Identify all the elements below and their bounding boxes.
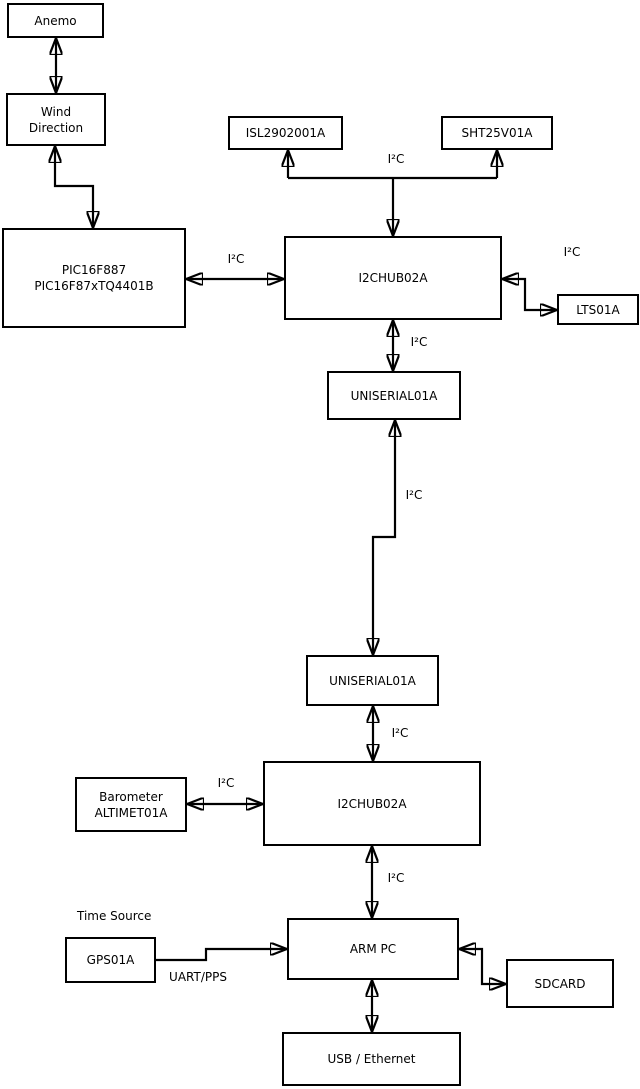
node-lts01a-label: LTS01A [576,302,620,317]
edge-wind-pic [55,146,93,228]
node-sht25v01a: SHT25V01A [441,116,553,150]
node-arm-pc: ARM PC [287,918,459,980]
time-source-label: Time Source [77,909,152,923]
edge-label-i2c-uniserial2-hub2: I²C [391,726,409,740]
edge-label-i2c-sensor-bus: I²C [387,152,405,166]
edge-label-i2c-barometer-hub2: I²C [217,776,235,790]
node-i2chub02a-lower: I2CHUB02A [263,761,481,846]
node-barometer-altimet01a-label: Barometer ALTIMET01A [94,789,168,820]
node-i2chub02a-upper: I2CHUB02A [284,236,502,320]
edge-label-i2c-hub1-uniserial1: I²C [410,335,428,349]
node-pic16f887: PIC16F887 PIC16F87xTQ4401B [2,228,186,328]
node-uniserial01a-upper: UNISERIAL01A [327,371,461,420]
node-usb-ethernet-label: USB / Ethernet [327,1052,416,1066]
node-isl2902001a: ISL2902001A [228,116,343,150]
node-uniserial01a-lower: UNISERIAL01A [306,655,439,706]
node-wind-direction-label: Wind Direction [28,104,84,135]
node-wind-direction: Wind Direction [6,93,106,146]
node-i2chub02a-upper-label: I2CHUB02A [358,271,428,285]
node-anemo: Anemo [7,3,104,38]
edge-armpc-sdcard [459,949,506,984]
edge-hub1-lts [502,279,557,310]
edge-label-uart-pps: UART/PPS [169,970,227,984]
node-gps01a-label: GPS01A [86,953,135,967]
node-isl2902001a-label: ISL2902001A [245,126,326,140]
node-usb-ethernet: USB / Ethernet [282,1032,461,1086]
edge-label-i2c-hub1-lts: I²C [563,245,581,259]
node-sdcard-label: SDCARD [534,976,586,991]
node-lts01a: LTS01A [557,294,639,325]
edge-gps-armpc [156,949,287,962]
node-sht25v01a-label: SHT25V01A [461,126,533,140]
edge-label-i2c-uniserial-link: I²C [405,488,423,502]
edge-label-i2c-hub2-armpc: I²C [387,871,405,885]
node-sdcard: SDCARD [506,959,614,1008]
node-gps01a: GPS01A [65,937,156,983]
node-barometer-altimet01a: Barometer ALTIMET01A [75,777,187,832]
node-uniserial01a-lower-label: UNISERIAL01A [329,673,416,688]
node-anemo-label: Anemo [34,13,77,28]
node-pic16f887-label: PIC16F887 PIC16F87xTQ4401B [34,263,154,293]
edge-label-i2c-pic-hub1: I²C [227,252,245,266]
node-uniserial01a-upper-label: UNISERIAL01A [350,388,438,403]
node-i2chub02a-lower-label: I2CHUB02A [337,796,407,811]
node-arm-pc-label: ARM PC [349,942,397,956]
edge-uniserial1-uniserial2 [373,420,395,655]
